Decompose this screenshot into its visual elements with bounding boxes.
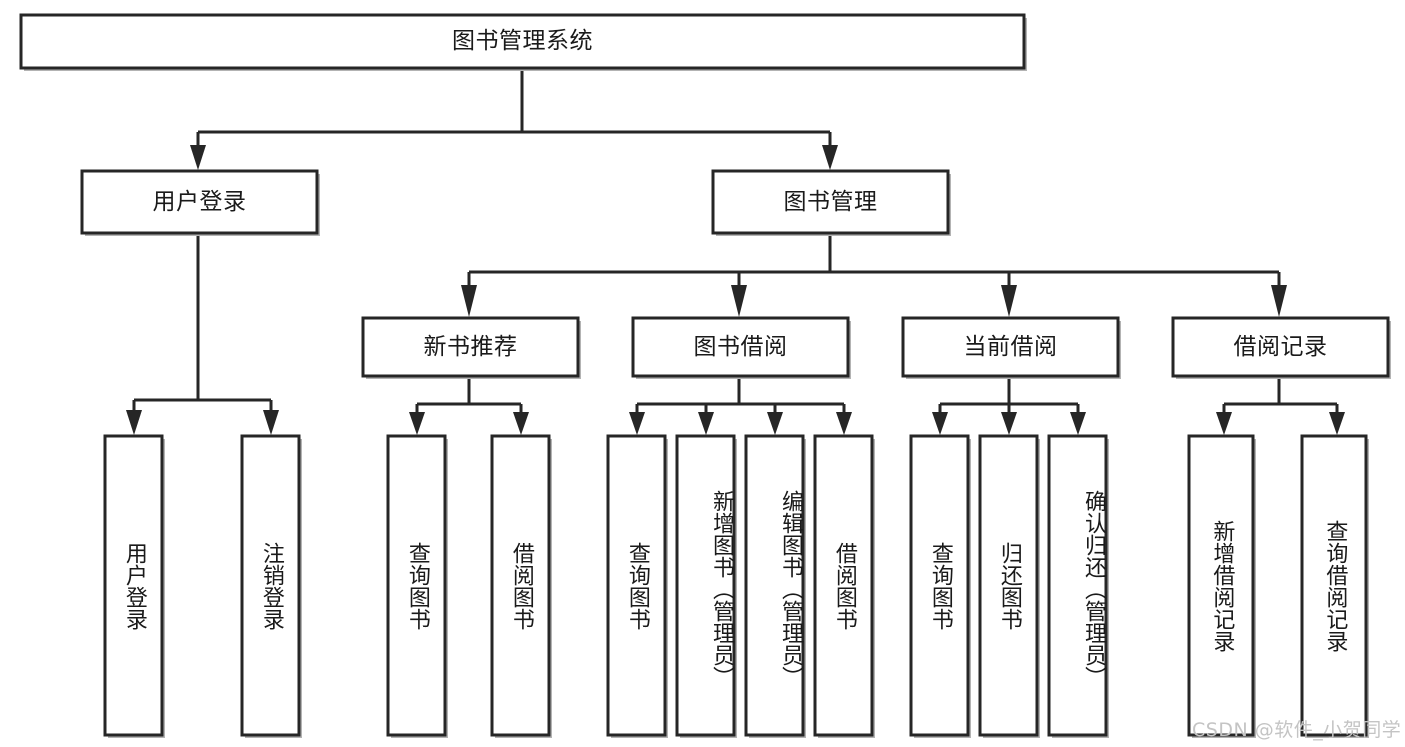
node-box-leaf-bb-query[interactable] bbox=[606, 434, 667, 737]
arrow-head-leaf-user-login bbox=[126, 410, 142, 435]
node-box-leaf-br-add[interactable] bbox=[1187, 434, 1255, 737]
node-box-leaf-bb-add[interactable] bbox=[675, 434, 736, 737]
node-box-leaf-logout[interactable] bbox=[240, 434, 301, 737]
node-box-leaf-bb-borrow[interactable] bbox=[813, 434, 874, 737]
node-box-leaf-br-query[interactable] bbox=[1300, 434, 1368, 737]
node-box-leaf-cb-query[interactable] bbox=[909, 434, 970, 737]
arrow-head-current-borrow bbox=[1001, 285, 1017, 317]
arrow-head-newbook-leaf-1 bbox=[409, 412, 425, 435]
node-box-book-borrow[interactable] bbox=[631, 316, 850, 378]
node-box-leaf-cb-confirm[interactable] bbox=[1047, 434, 1108, 737]
node-box-user-login[interactable] bbox=[80, 169, 319, 235]
node-box-leaf-cb-return[interactable] bbox=[978, 434, 1039, 737]
connector-group bbox=[126, 70, 1345, 435]
arrow-head-borrowrecord-leaf-2 bbox=[1329, 412, 1345, 435]
arrow-head-bookborrow-leaf-2 bbox=[698, 412, 714, 435]
arrow-head-new-book bbox=[461, 285, 477, 317]
node-box-leaf-bb-edit[interactable] bbox=[744, 434, 805, 737]
arrow-head-user-login bbox=[190, 145, 206, 170]
node-box-leaf-user-login[interactable] bbox=[103, 434, 164, 737]
arrow-head-leaf-logout bbox=[263, 410, 279, 435]
node-box-root[interactable] bbox=[19, 13, 1026, 70]
node-box-new-book[interactable] bbox=[361, 316, 580, 378]
box-group bbox=[19, 13, 1390, 737]
arrow-head-book-manage bbox=[822, 145, 838, 170]
arrow-head-currentborrow-leaf-3 bbox=[1070, 412, 1086, 435]
node-box-leaf-nb-borrow[interactable] bbox=[490, 434, 551, 737]
arrow-head-bookborrow-leaf-4 bbox=[836, 412, 852, 435]
node-box-borrow-record[interactable] bbox=[1171, 316, 1390, 378]
arrow-head-bookborrow-leaf-3 bbox=[767, 412, 783, 435]
arrow-head-borrow-record bbox=[1271, 285, 1287, 317]
node-box-current-borrow[interactable] bbox=[901, 316, 1120, 378]
arrow-head-newbook-leaf-2 bbox=[513, 412, 529, 435]
arrow-head-currentborrow-leaf-2 bbox=[1001, 412, 1017, 435]
arrow-head-currentborrow-leaf-1 bbox=[932, 412, 948, 435]
arrow-head-book-borrow bbox=[731, 285, 747, 317]
node-box-book-manage[interactable] bbox=[711, 169, 950, 235]
node-box-leaf-nb-query[interactable] bbox=[386, 434, 447, 737]
arrow-head-borrowrecord-leaf-1 bbox=[1216, 412, 1232, 435]
arrow-head-bookborrow-leaf-1 bbox=[629, 412, 645, 435]
